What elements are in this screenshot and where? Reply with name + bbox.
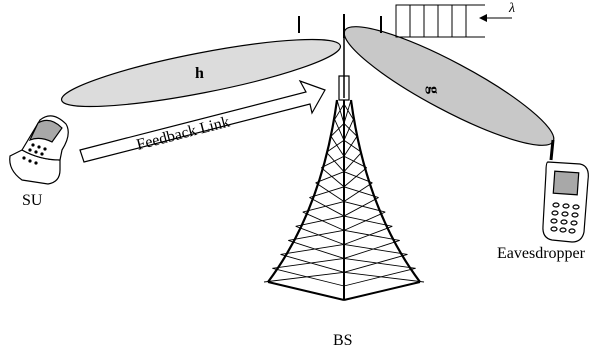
tower-lattice-strut xyxy=(343,229,400,241)
tower-lattice-strut xyxy=(315,182,345,202)
su-label: SU xyxy=(22,192,43,209)
lambda-label: λ xyxy=(508,1,515,16)
tower-lattice-strut xyxy=(302,201,345,213)
tower-lattice-strut xyxy=(343,225,393,245)
tower-lattice-strut xyxy=(263,271,345,283)
tower-lattice-strut xyxy=(321,155,345,169)
tower-lattice-strut xyxy=(343,103,354,120)
tower-lattice-strut xyxy=(330,136,345,157)
tower-lattice-strut xyxy=(343,186,379,198)
tower-lattice-strut xyxy=(343,151,362,173)
tower-lattice-strut xyxy=(295,215,345,227)
mobile-phone-icon xyxy=(9,115,69,185)
tower-lattice-strut xyxy=(330,123,345,137)
tower-lattice-strut xyxy=(315,171,345,184)
channel-g-label: g xyxy=(425,86,442,94)
tower-lattice-strut xyxy=(343,123,358,137)
tower-lattice-strut xyxy=(343,182,373,202)
tower-lattice-strut xyxy=(343,211,386,231)
tower-lattice-strut xyxy=(343,258,416,269)
tower-lattice-strut xyxy=(343,267,416,287)
tower-lattice-strut xyxy=(343,171,373,184)
queue-buffer-icon xyxy=(395,4,512,38)
feedback-label: Feedback Link xyxy=(135,113,232,153)
tower-lattice-strut xyxy=(309,186,345,198)
tower-lattice-strut xyxy=(343,197,379,217)
tower-lattice-strut xyxy=(336,99,345,124)
tower-lattice-strut xyxy=(343,215,393,227)
tower-lattice-strut xyxy=(288,240,345,259)
tower-lattice-strut xyxy=(343,99,352,124)
cell-phone-icon xyxy=(542,139,589,243)
tower-lattice-strut xyxy=(280,244,345,255)
tower-lattice-strut xyxy=(343,271,425,283)
tower-lattice-strut xyxy=(295,225,345,245)
channel-h-label: h xyxy=(195,65,204,82)
tower-lattice-strut xyxy=(326,151,345,173)
tower-lattice-strut xyxy=(343,119,354,141)
tower-lattice-strut xyxy=(326,139,345,153)
tower-icon xyxy=(263,38,425,301)
tower-lattice-strut xyxy=(334,119,345,141)
tower-lattice-strut xyxy=(302,211,345,231)
beam-h xyxy=(60,38,342,108)
tower-lattice-strut xyxy=(343,240,400,259)
tower-lattice-strut xyxy=(343,244,408,255)
tower-lattice-strut xyxy=(343,155,367,169)
tower-lattice-strut xyxy=(280,254,345,273)
beam-g xyxy=(343,26,555,146)
tower-lattice-strut xyxy=(343,254,408,273)
tower-lattice-strut xyxy=(343,136,358,157)
tower-lattice-strut xyxy=(272,267,345,287)
tower-lattice-strut xyxy=(334,103,345,120)
tower-lattice-strut xyxy=(343,201,386,213)
tower-lattice-strut xyxy=(321,167,345,188)
tower-lattice-strut xyxy=(288,229,345,241)
bs-label: BS xyxy=(333,332,353,349)
tower-lattice-strut xyxy=(309,197,345,217)
tower-lattice-strut xyxy=(343,139,362,153)
tower-lattice-strut xyxy=(272,258,345,269)
antenna-group xyxy=(298,14,382,38)
tower-lattice-strut xyxy=(343,167,367,188)
eavesdropper-label: Eavesdropper xyxy=(497,245,586,262)
